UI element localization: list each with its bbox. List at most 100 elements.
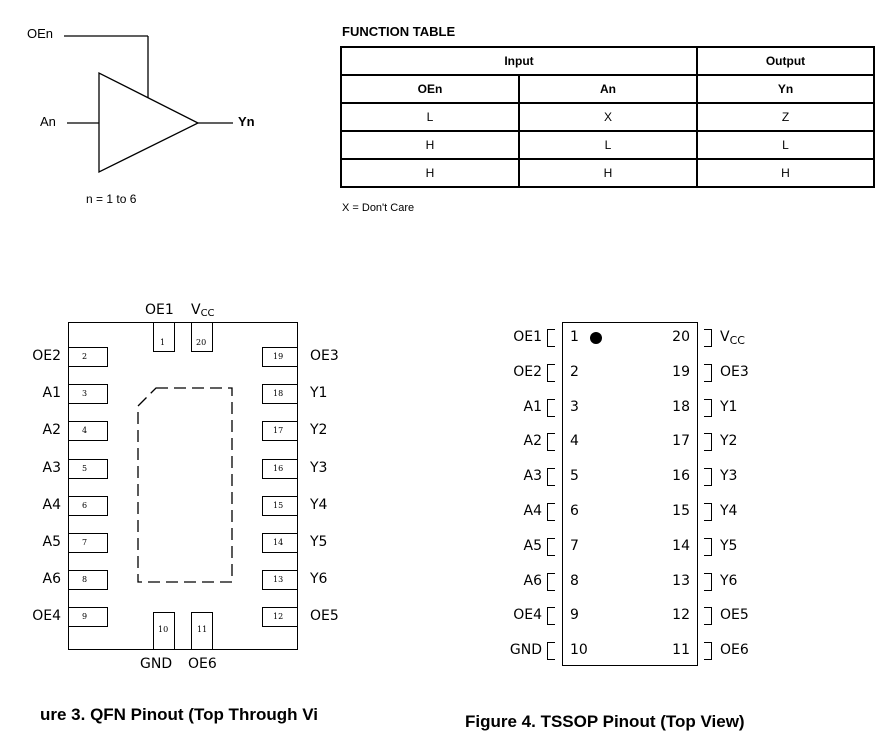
function-table-title: FUNCTION TABLE: [342, 24, 456, 39]
tssop-pin-number: 3: [570, 398, 579, 415]
qfn-pad-number: 2: [82, 352, 88, 361]
tssop-lead-right: [704, 363, 712, 382]
tssop-lead-right: [704, 329, 712, 347]
tssop-pin-label: OE3: [720, 363, 749, 380]
buffer-input-label: An: [40, 114, 56, 129]
qfn-pad-right: 17: [262, 421, 298, 442]
qfn-pin-label: A6: [42, 571, 61, 588]
tssop-lead-right: [704, 468, 712, 487]
buffer-oe-label: OEn: [27, 26, 54, 41]
vcc-subscript: CC: [200, 308, 215, 319]
table-row: H L L: [340, 130, 875, 160]
tssop-lead-right: [704, 642, 712, 661]
tssop-pin-number: 4: [570, 433, 579, 450]
tssop-lead-right: [704, 537, 712, 556]
qfn-pad-number: 9: [82, 612, 88, 622]
tssop-pin-label: Y5: [720, 537, 738, 554]
qfn-pin-label: A4: [42, 496, 61, 513]
table-row: L X Z: [340, 102, 875, 132]
qfn-pin-label: A1: [42, 385, 61, 402]
tssop-lead-right: [704, 503, 712, 521]
tssop-pin-label: A3: [523, 468, 542, 485]
column-header: OEn: [340, 74, 520, 104]
tssop-pin-label: A1: [523, 398, 542, 415]
tssop-lead-right: [704, 607, 712, 626]
qfn-pad-top: 20: [191, 322, 213, 352]
qfn-pad-right: 16: [262, 458, 298, 479]
qfn-pad-number: 4: [82, 426, 88, 436]
qfn-pin-label: OE6: [188, 656, 217, 672]
qfn-pad-right: 19: [262, 347, 298, 367]
tssop-lead-left: [547, 572, 555, 591]
tssop-pin-number: 11: [672, 642, 690, 659]
tssop-pin-number: 15: [672, 503, 690, 519]
table-cell: X: [518, 102, 698, 132]
tssop-pin-label: Y3: [720, 468, 738, 485]
qfn-pad-right: 18: [262, 384, 298, 405]
qfn-pad-left: 4: [68, 421, 108, 442]
tssop-pin-label: OE1: [513, 329, 542, 345]
tssop-pin-number: 7: [570, 537, 579, 554]
tssop-pin-label: OE4: [513, 607, 542, 624]
buffer-index-note: n = 1 to 6: [86, 192, 137, 206]
tssop-pin-label: OE2: [513, 363, 542, 380]
vcc-letter: V: [720, 329, 730, 345]
tssop-pin-number: 20: [672, 329, 690, 345]
qfn-pad-number: 18: [273, 389, 284, 399]
table-cell: H: [340, 130, 520, 160]
tssop-pin-number: 5: [570, 468, 579, 485]
tssop-pin-label: A5: [523, 537, 542, 554]
qfn-pin-label: Y4: [310, 496, 328, 513]
tssop-pin-number: 10: [570, 642, 588, 659]
qfn-pin-label: OE3: [310, 348, 339, 364]
qfn-pin-label: OE5: [310, 608, 339, 625]
table-cell: Z: [696, 102, 875, 132]
table-row: H H H: [340, 158, 875, 188]
qfn-pin-label: OE4: [32, 608, 61, 625]
qfn-caption: ure 3. QFN Pinout (Top Through Vi: [40, 705, 318, 724]
qfn-pin-label: Y2: [310, 422, 328, 439]
tssop-lead-left: [547, 329, 555, 347]
qfn-pad-number: 17: [273, 426, 284, 436]
buffer-output-label: Yn: [238, 114, 255, 129]
tssop-pin-number: 6: [570, 503, 579, 519]
qfn-pad-left: 7: [68, 533, 108, 553]
tssop-pin-label: Y1: [720, 398, 738, 415]
table-cell: H: [340, 158, 520, 188]
qfn-pin-label: A3: [42, 459, 61, 476]
qfn-pad-right: 12: [262, 607, 298, 628]
table-cell: L: [340, 102, 520, 132]
qfn-pad-left: 5: [68, 458, 108, 479]
output-group-header: Output: [696, 46, 875, 76]
tssop-pin-label: A2: [523, 433, 542, 450]
tssop-lead-right: [704, 572, 712, 591]
tssop-pin-number: 17: [672, 433, 690, 450]
tssop-pin-label: OE6: [720, 642, 749, 659]
qfn-pin-label: Y6: [310, 571, 328, 588]
qfn-package: [68, 322, 298, 650]
qfn-pad-top: 1: [153, 322, 175, 352]
qfn-pad-number: 15: [273, 500, 284, 510]
table-cell: H: [696, 158, 875, 188]
qfn-pad-left: 3: [68, 384, 108, 405]
tssop-lead-left: [547, 607, 555, 626]
tssop-pin-label: GND: [509, 642, 542, 659]
qfn-pin-label: Y3: [310, 459, 328, 476]
qfn-pad-number: 1: [160, 338, 166, 347]
qfn-pad-number: 7: [82, 538, 88, 547]
table-cell: H: [518, 158, 698, 188]
tssop-lead-left: [547, 398, 555, 417]
tssop-lead-left: [547, 363, 555, 382]
qfn-pad-number: 10: [158, 625, 169, 634]
tssop-lead-right: [704, 433, 712, 452]
vcc-subscript: CC: [729, 334, 745, 347]
qfn-pad-number: 14: [273, 538, 284, 547]
tssop-pin-number: 2: [570, 363, 579, 380]
qfn-pad-left: 8: [68, 570, 108, 591]
qfn-pad-number: 8: [82, 575, 88, 585]
tssop-lead-right: [704, 398, 712, 417]
qfn-pad-right: 15: [262, 495, 298, 516]
tssop-lead-left: [547, 468, 555, 487]
qfn-thermal-pad-outline: [137, 387, 233, 583]
qfn-pad-number: 5: [82, 463, 88, 473]
